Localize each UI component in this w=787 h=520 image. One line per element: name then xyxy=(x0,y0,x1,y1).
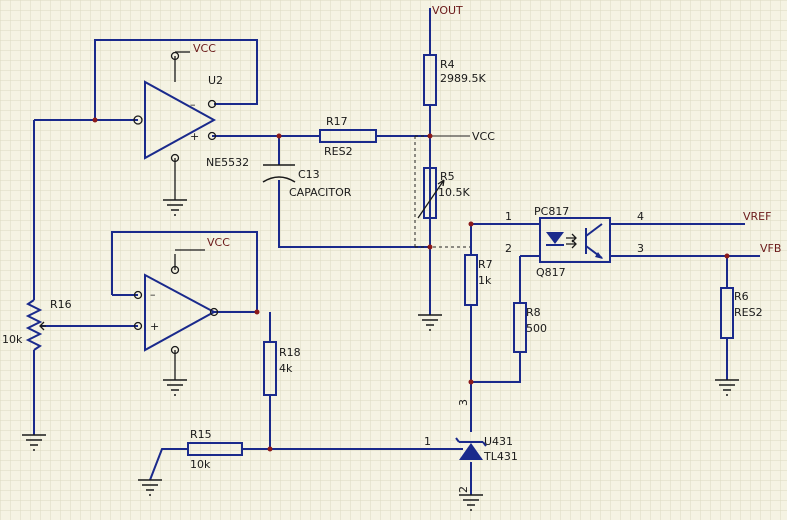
u2-ref-label: U2 xyxy=(208,74,223,87)
wires xyxy=(33,8,760,495)
r15-ref-label: R15 xyxy=(190,428,212,441)
junctions xyxy=(92,117,730,452)
junction-dot xyxy=(427,133,433,139)
resistor-r17[interactable] xyxy=(319,129,377,143)
resistor-r6[interactable] xyxy=(720,287,734,339)
r6-ref-label: R6 xyxy=(734,290,749,303)
r8-value-label: 500 xyxy=(526,322,547,335)
r4-value-label: 2989.5K xyxy=(440,72,486,85)
plus-sign: + xyxy=(150,320,159,333)
opto-pin-4: 4 xyxy=(637,210,644,223)
tl431-ref-label: U431 xyxy=(484,435,513,448)
resistor-r18[interactable] xyxy=(263,341,277,396)
r5-value-label: 10.5K xyxy=(438,186,470,199)
resistor-r8[interactable] xyxy=(513,302,527,353)
junction-dot xyxy=(724,253,730,259)
junction-dot xyxy=(92,117,98,123)
minus-sign: – xyxy=(190,98,196,111)
junction-dot xyxy=(427,244,433,250)
ground-symbol xyxy=(163,379,187,396)
optocoupler-pc817[interactable] xyxy=(539,217,611,263)
vcc-label-lower: VCC xyxy=(207,236,230,249)
ground-symbol xyxy=(418,314,442,331)
opamp-buffer[interactable]: – + xyxy=(133,265,219,355)
pc817-value-label: Q817 xyxy=(536,266,566,279)
r18-value-label: 4k xyxy=(279,362,293,375)
vfb-label: VFB xyxy=(760,242,781,255)
resistor-r15[interactable] xyxy=(187,442,243,456)
tl431-pin-2: 2 xyxy=(457,486,470,493)
ground-symbol xyxy=(459,494,483,511)
c13-ref-label: C13 xyxy=(298,168,320,181)
tl431-value-label: TL431 xyxy=(483,450,518,463)
ground-symbol xyxy=(138,479,162,496)
opto-pin-2: 2 xyxy=(505,242,512,255)
capacitor-c13[interactable] xyxy=(262,164,296,183)
r7-ref-label: R7 xyxy=(478,258,493,271)
r18-ref-label: R18 xyxy=(279,346,301,359)
vcc-label-top: VCC xyxy=(193,42,216,55)
r16-value-label: 10k xyxy=(2,333,23,346)
vout-label: VOUT xyxy=(432,4,463,17)
ground-symbol xyxy=(715,379,739,396)
opamp-u2[interactable]: – + xyxy=(133,51,217,163)
pc817-ref-label: PC817 xyxy=(534,205,569,218)
potentiometer-r16[interactable] xyxy=(25,299,46,351)
resistor-r7[interactable] xyxy=(464,254,478,306)
junction-dot xyxy=(276,133,282,139)
junction-dot xyxy=(468,221,474,227)
junction-dot xyxy=(468,379,474,385)
r17-value-label: RES2 xyxy=(324,145,353,158)
r4-ref-label: R4 xyxy=(440,58,455,71)
r7-value-label: 1k xyxy=(478,274,492,287)
r8-ref-label: R8 xyxy=(526,306,541,319)
vref-label: VREF xyxy=(743,210,771,223)
ground-symbol xyxy=(22,434,46,451)
r17-ref-label: R17 xyxy=(326,115,348,128)
resistor-r5[interactable] xyxy=(417,167,445,219)
r5-ref-label: R5 xyxy=(440,170,455,183)
tl431-pin-1: 1 xyxy=(424,435,431,448)
junction-dot xyxy=(267,446,273,452)
ground-symbol xyxy=(163,199,187,216)
opto-pin-1: 1 xyxy=(505,210,512,223)
junction-dot xyxy=(254,309,260,315)
r15-value-label: 10k xyxy=(190,458,211,471)
minus-sign: – xyxy=(150,288,156,301)
opto-pin-3: 3 xyxy=(637,242,644,255)
shunt-regulator-tl431[interactable] xyxy=(455,437,487,460)
plus-sign: + xyxy=(190,130,199,143)
tl431-pin-3: 3 xyxy=(457,399,470,406)
resistor-r4[interactable] xyxy=(423,54,437,106)
r16-ref-label: R16 xyxy=(50,298,72,311)
vcc-label-right: VCC xyxy=(472,130,495,143)
r6-value-label: RES2 xyxy=(734,306,763,319)
c13-value-label: CAPACITOR xyxy=(289,186,352,199)
u2-value-label: NE5532 xyxy=(206,156,249,169)
